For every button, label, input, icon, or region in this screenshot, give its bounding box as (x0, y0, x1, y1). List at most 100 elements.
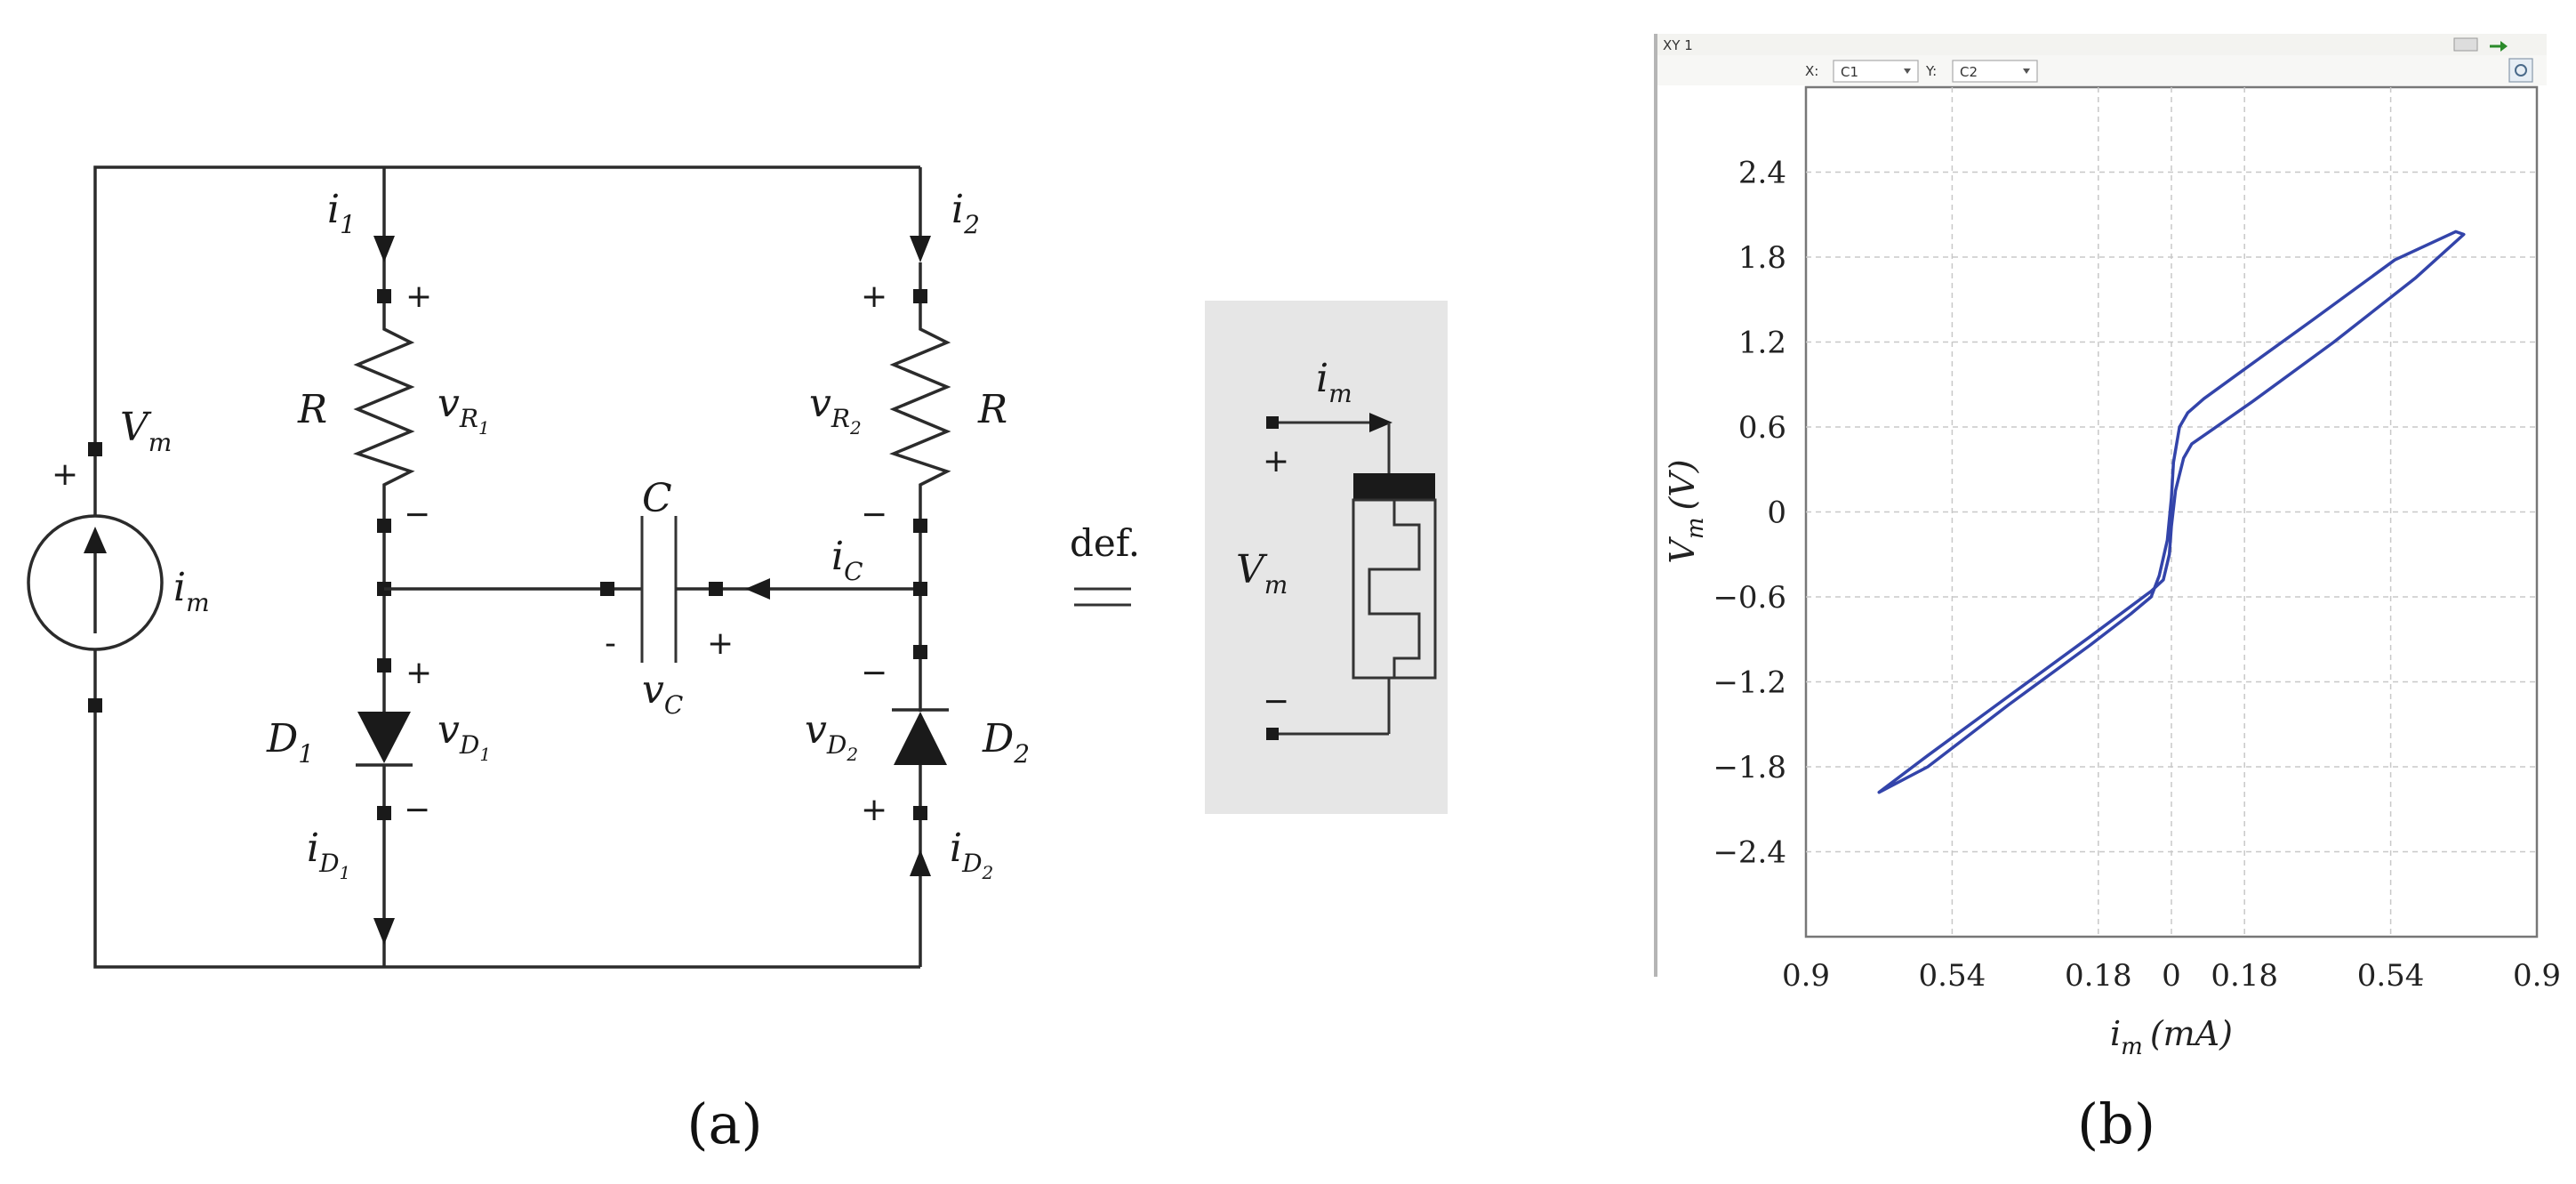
memristor-symbol-box (1205, 301, 1448, 814)
d1-minus-sign: − (404, 792, 430, 828)
scope-window-controls-icon[interactable] (2453, 37, 2478, 52)
i2-label: i2 (951, 187, 980, 239)
y-tick-label: 0.6 (1738, 410, 1786, 446)
node-r2-bottom (913, 519, 927, 533)
node-cap-right (709, 582, 723, 596)
x-tick-label: 0.9 (2513, 958, 2561, 994)
x-tick-label: 0.54 (1919, 958, 1986, 994)
y-tick-label: 2.4 (1738, 156, 1786, 191)
circuit-diagram: + Vm im i1 + R vR1 − + D1 vD1 − iD1 (27, 165, 1448, 969)
scope-titlebar (1657, 34, 2547, 55)
r1-plus-sign: + (405, 278, 432, 315)
node-r1-bottom (377, 519, 391, 533)
memristor-serpentine-icon (1368, 500, 1421, 678)
x-tick-label: 0 (2162, 958, 2181, 994)
node-d2-top (913, 645, 927, 659)
memristor-band (1353, 473, 1435, 500)
ic-label: iC (831, 534, 863, 586)
y-tick-label: 0 (1767, 495, 1786, 531)
d1-voltage-label: vD1 (437, 707, 491, 765)
node-r1-top (377, 289, 391, 303)
cap-plus-sign: + (707, 625, 734, 662)
source-voltage-label: Vm (120, 405, 172, 457)
node-right-junction (913, 582, 927, 596)
memristor-minus-sign: − (1263, 683, 1289, 720)
scope-x-channel: C1 (1841, 64, 1858, 80)
x-tick-label: 0.54 (2357, 958, 2425, 994)
scope-dock-arrowhead-icon (2500, 41, 2508, 52)
r2-name: R (977, 387, 1007, 432)
node-d2-bottom (913, 806, 927, 820)
i1-arrow-icon (373, 236, 395, 262)
i1-label: i1 (327, 187, 356, 239)
node-r2-top (913, 289, 927, 303)
i2-arrow-icon (910, 236, 931, 262)
scope-window-title: XY 1 (1663, 37, 1693, 53)
memristor-current-label: im (1316, 356, 1352, 408)
y-tick-label: −2.4 (1713, 835, 1786, 871)
x-tick-labels: 0.9 0.54 0.18 0 0.18 0.54 0.9 (1782, 958, 2561, 994)
d2-minus-sign: − (861, 655, 887, 691)
vc-label: vC (642, 667, 683, 720)
node-source-plus (88, 442, 102, 456)
vi-plot: 0.9 0.54 0.18 0 0.18 0.54 0.9 2.4 1.8 1.2 0.6 0 −0.… (1663, 85, 2561, 1060)
y-axis-label: Vm(V) (1663, 459, 1709, 563)
node-cap-left (600, 582, 614, 596)
definition-label: def. (1070, 521, 1140, 565)
d2-voltage-label: vD2 (805, 707, 858, 765)
scope-window: XY 1 X: C1 Y: C2 (1654, 34, 2547, 977)
r1-voltage-label: vR1 (437, 381, 490, 439)
memristor-voltage-label: Vm (1236, 547, 1288, 600)
diode-d2-icon (894, 712, 947, 765)
source-plus-sign: + (52, 456, 78, 493)
ic-arrow-icon (745, 578, 770, 600)
node-d1-bottom (377, 806, 391, 820)
wire-bottom (93, 719, 920, 969)
r1-minus-sign: − (404, 496, 430, 533)
diode-d1-icon (357, 712, 411, 763)
series-hysteresis-loop (1877, 230, 2466, 794)
id1-label: iD1 (307, 826, 350, 883)
node-memristor-top (1266, 416, 1279, 429)
d2-plus-sign: + (861, 792, 887, 828)
r2-voltage-label: vR2 (809, 381, 862, 439)
id1-arrow-icon (373, 918, 395, 945)
cap-minus-sign: - (605, 625, 616, 662)
y-tick-label: −0.6 (1713, 580, 1786, 616)
r1-name: R (297, 387, 327, 432)
scope-x-label: X: (1805, 63, 1818, 79)
scope-x-dropdown-icon (1904, 68, 1911, 74)
y-tick-label: −1.2 (1713, 665, 1786, 701)
y-tick-label: −1.8 (1713, 750, 1786, 785)
scope-y-dropdown-icon (2023, 68, 2030, 74)
scope-x-select[interactable] (1833, 60, 1919, 83)
y-tick-label: 1.2 (1738, 326, 1786, 361)
x-tick-label: 0.18 (2065, 958, 2132, 994)
scope-settings-glyph (2515, 64, 2527, 77)
capacitor-name: C (642, 476, 672, 521)
d1-name: D1 (266, 716, 314, 769)
plot-grid (1806, 87, 2537, 937)
wire-top-left (93, 165, 920, 449)
r2-minus-sign: − (861, 496, 887, 533)
y-tick-label: 1.8 (1738, 240, 1786, 276)
caption-a: (a) (686, 1091, 762, 1156)
source-arrow-icon (84, 527, 107, 553)
x-tick-label: 0.9 (1782, 958, 1830, 994)
scope-y-channel: C2 (1960, 64, 1978, 80)
r2-plus-sign: + (861, 278, 887, 315)
y-tick-labels: 2.4 1.8 1.2 0.6 0 −0.6 −1.2 −1.8 −2.4 (1713, 156, 1786, 871)
scope-y-label: Y: (1925, 63, 1937, 79)
memristor-plus-sign: + (1263, 443, 1289, 479)
id2-arrow-icon (910, 850, 931, 876)
node-source-minus (88, 698, 102, 713)
node-d1-top (377, 658, 391, 673)
scope-settings-icon[interactable] (2508, 58, 2533, 83)
d2-name: D2 (982, 716, 1030, 769)
x-tick-label: 0.18 (2211, 958, 2278, 994)
id2-label: iD2 (950, 826, 993, 883)
scope-y-select[interactable] (1952, 60, 2038, 83)
caption-b: (b) (2077, 1091, 2155, 1156)
